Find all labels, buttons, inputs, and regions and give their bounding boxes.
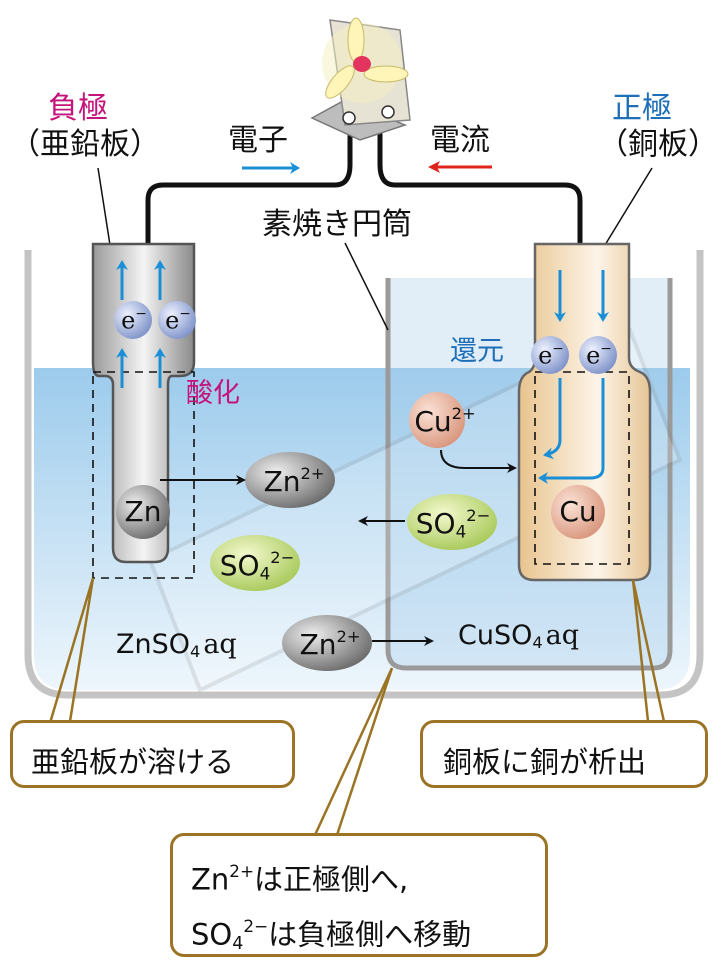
beaker-wall [24, 250, 704, 699]
cu-ion-label: Cu2+ [414, 404, 476, 439]
cu-deposit-arrow [440, 449, 517, 473]
electron-label: e− [538, 341, 564, 370]
copper-electron-arrows [538, 270, 609, 484]
cu-ion-ball [409, 392, 465, 448]
positive-electrode-label: 正極 [612, 91, 672, 126]
zn-ion-ball [245, 452, 335, 508]
zn-ion-label: Zn2+ [263, 464, 325, 499]
electron-ball [579, 336, 617, 374]
callout-leaders [43, 577, 670, 836]
so4-ion-label-left: SO42− [219, 548, 295, 584]
migration-line-2: SO42−は負極側へ移動 [191, 915, 472, 954]
motor-fan-icon [310, 17, 411, 141]
callout-copper-deposits: 銅板に銅が析出 [420, 720, 708, 788]
reduction-label: 還元 [450, 336, 504, 367]
zn-ion-ball-migrating [282, 615, 372, 671]
so4-ion-label-migrating: SO42− [415, 506, 491, 542]
copper-deposit-region [534, 371, 630, 565]
current-flow-label: 電流 [430, 123, 490, 158]
electron-ball [531, 336, 569, 374]
cu-atom-ball [551, 485, 605, 539]
migration-line-1: Zn2+は正極側へ, [191, 861, 409, 897]
cu-atom-label: Cu [559, 495, 597, 528]
wire-right [377, 112, 583, 245]
so4-ion-ball-left [210, 535, 300, 591]
porous-cup-label: 素焼き円筒 [262, 207, 412, 242]
callout-zinc-dissolves: 亜鉛板が溶ける [10, 720, 295, 788]
negative-electrode-label: 負極 [48, 91, 108, 126]
electron-label: e− [121, 306, 147, 335]
zn-atom-label: Zn [124, 495, 162, 528]
electron-ball [114, 301, 152, 339]
so4-ion-ball-migrating [407, 494, 497, 550]
zinc-dissolve-region [92, 371, 195, 579]
leader-negative [97, 167, 111, 246]
zn-atom-ball [116, 485, 170, 539]
electron-flow-label: 電子 [228, 123, 288, 158]
electron-label: e− [165, 306, 191, 335]
leader-positive [604, 167, 653, 246]
oxidation-label: 酸化 [186, 378, 240, 409]
positive-electrode-material: （銅板） [598, 127, 718, 162]
negative-electrode-material: （亜鉛板） [10, 127, 160, 162]
electron-label: e− [586, 341, 612, 370]
leader-porous-cup [344, 242, 389, 331]
zinc-electron-arrows [116, 260, 166, 388]
callout-ion-migration: Zn2+は正極側へ, SO42−は負極側へ移動 [170, 833, 548, 957]
wire-left [145, 115, 353, 245]
copper-plate [517, 242, 652, 582]
zn-ion-label-migrating: Zn2+ [299, 627, 361, 662]
electron-ball [158, 301, 196, 339]
